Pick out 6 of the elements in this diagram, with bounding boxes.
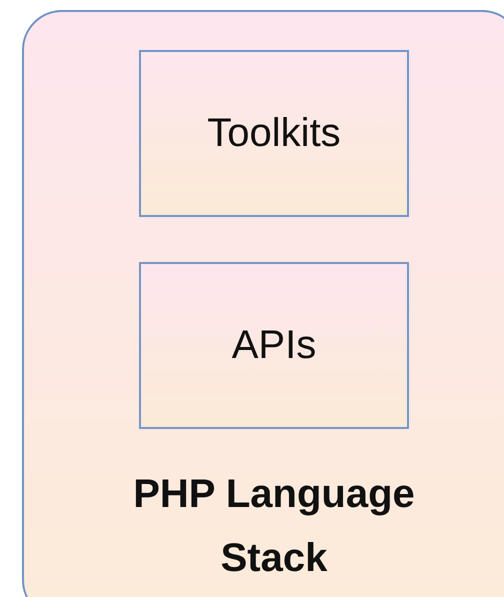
stack-heading: PHP Language Stack xyxy=(132,471,416,582)
layer-box xyxy=(139,262,409,429)
layer-label: Toolkits xyxy=(207,111,341,156)
layer-label: APIs xyxy=(232,323,316,368)
stack-container xyxy=(22,10,504,597)
layer-box xyxy=(139,50,409,217)
